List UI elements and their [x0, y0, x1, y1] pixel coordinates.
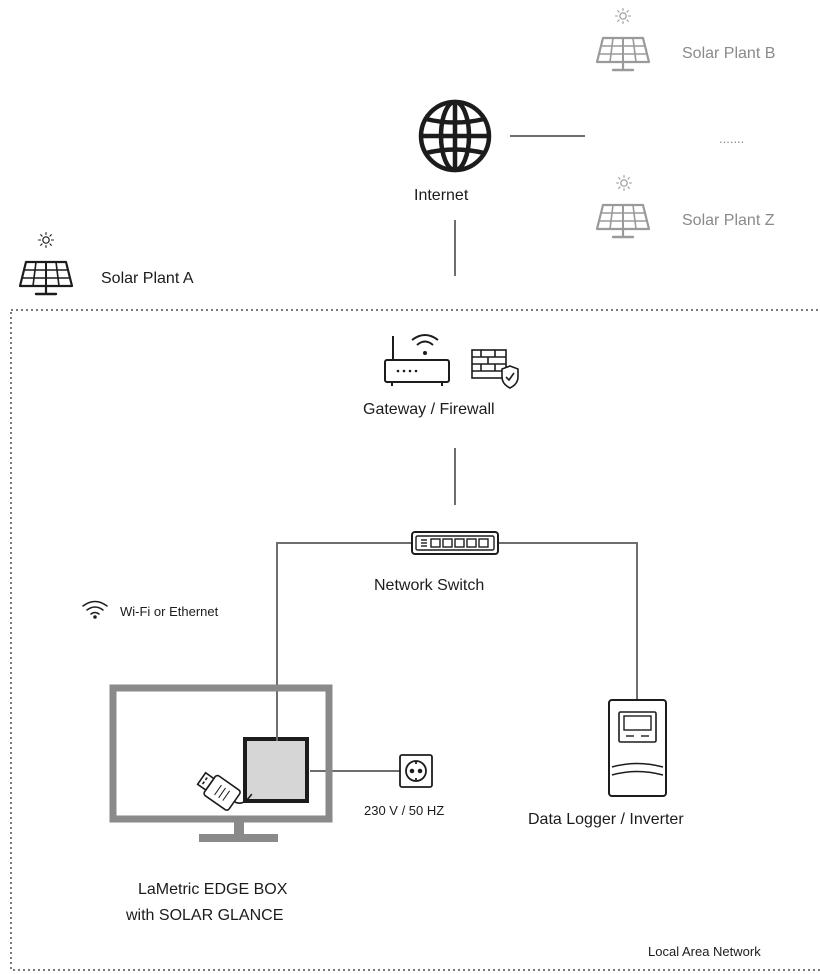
internet-label: Internet [414, 187, 469, 204]
monitor-icon [109, 684, 333, 842]
device-label-line2: with SOLAR GLANCE [126, 907, 284, 924]
ellipsis-label: ....... [719, 131, 745, 146]
device-label-line1: LaMetric EDGE BOX [138, 881, 288, 898]
router-icon [384, 334, 450, 386]
connection-lines [276, 135, 638, 772]
logger-label: Data Logger / Inverter [528, 811, 684, 828]
firewall-icon [471, 349, 519, 389]
solar-panel-icon-a [18, 231, 74, 296]
globe-icon [418, 99, 492, 173]
solar-panel-icon-z [595, 174, 651, 239]
network-switch-icon [411, 531, 499, 555]
wifi-icon [82, 600, 108, 619]
power-socket-icon [399, 754, 433, 788]
local-network-boundary [10, 309, 820, 971]
inverter-icon [608, 699, 667, 797]
usb-stick-icon [196, 771, 253, 811]
solar-plant-z-label: Solar Plant Z [682, 212, 775, 229]
solar-plant-a-label: Solar Plant A [101, 270, 194, 287]
gateway-label: Gateway / Firewall [363, 401, 495, 418]
network-zone-label: Local Area Network [648, 944, 761, 959]
edge-box [243, 737, 309, 803]
connection-label: Wi-Fi or Ethernet [120, 604, 219, 619]
solar-plant-b-label: Solar Plant B [682, 45, 776, 62]
power-label: 230 V / 50 HZ [364, 803, 445, 818]
switch-label: Network Switch [374, 577, 485, 594]
solar-panel-icon-b [595, 7, 651, 72]
